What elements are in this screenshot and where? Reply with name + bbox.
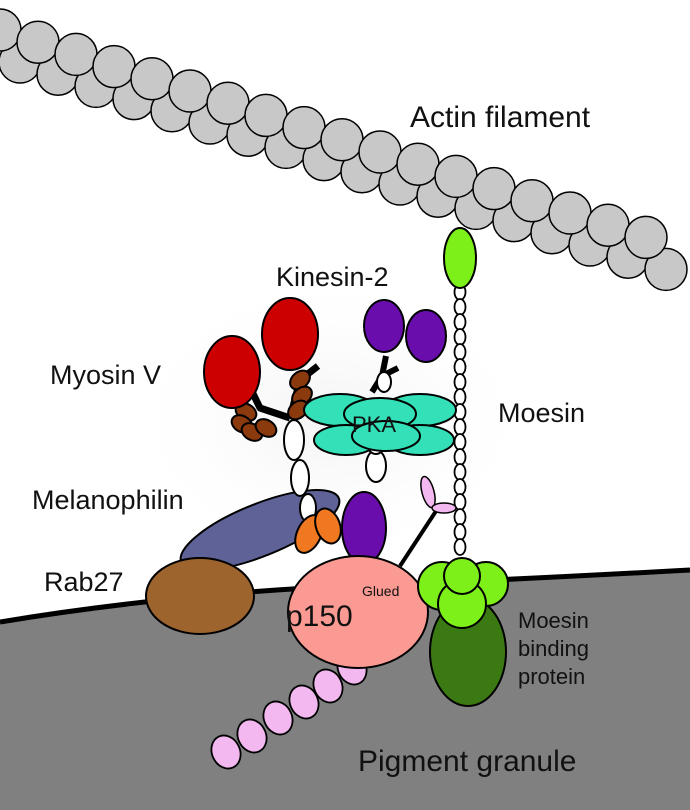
actin-bead-upper (472, 166, 516, 211)
label-melanophilin: Melanophilin (32, 485, 184, 515)
myosin-v-head-left (203, 335, 261, 409)
p150-glued (287, 555, 429, 669)
moesin-chain-link (453, 523, 467, 541)
moesin-chain-link (453, 388, 467, 406)
actin-bead-upper (168, 69, 212, 113)
label-moesin-binding-line1: Moesin (518, 608, 589, 633)
actin-bead-upper (586, 203, 630, 247)
actin-bead-upper (130, 57, 174, 101)
label-actin-filament: Actin filament (410, 101, 591, 134)
moesin-chain-link (453, 373, 467, 391)
label-pka: PKA (352, 412, 396, 437)
moesin-chain-link (453, 508, 467, 526)
label-glued: Glued (362, 583, 399, 599)
actin-bead-upper (396, 142, 440, 186)
glued-arm (398, 506, 440, 568)
pigment-granule (0, 570, 690, 810)
myosin-stalk (283, 419, 317, 523)
melanophilin-link-right (314, 507, 342, 545)
kinesin-2-head-right (405, 309, 447, 363)
moesin-chain-link (453, 538, 467, 556)
moesin-chain-link (453, 418, 467, 436)
p150-bead (236, 718, 268, 754)
actin-bead-upper (244, 93, 288, 138)
moesin-chain-link (453, 298, 467, 316)
moesin-chain-link (453, 328, 467, 346)
label-moesin-binding-line2: binding (518, 636, 589, 661)
actin-bead-upper (54, 32, 98, 77)
moesin-chain-link (453, 433, 467, 451)
myosin-light-chains (230, 369, 313, 442)
p150-bead (262, 700, 294, 736)
actin-bead-upper (510, 179, 554, 223)
actin-bead-upper (548, 191, 592, 235)
label-pigment-granule: Pigment granule (358, 745, 576, 778)
moesin-chain-link (453, 478, 467, 496)
label-rab27: Rab27 (44, 567, 124, 597)
actin-bead-upper (624, 215, 668, 260)
p150-bead (288, 684, 320, 720)
moesin-actin-binding-head (443, 227, 477, 289)
kinesin-2-tail (341, 491, 387, 565)
actin-bead-upper (358, 130, 402, 174)
kinesin-2-head-left (363, 299, 405, 353)
actin-bead-upper (282, 105, 326, 150)
label-moesin: Moesin (498, 398, 585, 428)
label-moesin-binding-line3: protein (518, 664, 585, 689)
moesin-chain-link (453, 313, 467, 331)
myosin-v-head-right (261, 297, 319, 371)
actin-bead-upper (434, 154, 478, 199)
actin-bead-upper (92, 44, 136, 89)
moesin-coiled-coil (453, 283, 467, 556)
moesin-chain-link (453, 343, 467, 361)
label-myosin-v: Myosin V (50, 360, 161, 390)
rab27 (145, 557, 255, 635)
moesin-ferm-domain (417, 557, 509, 629)
moesin-chain-link (453, 463, 467, 481)
moesin-chain-link (453, 358, 467, 376)
kinesin-2-hinge (376, 371, 392, 393)
actin-bead-upper (320, 118, 364, 162)
p150-bead (312, 668, 344, 704)
glued-petal-2 (431, 502, 457, 514)
moesin-chain-link (453, 448, 467, 466)
actin-bead-upper (206, 81, 250, 125)
label-kinesin-2: Kinesin-2 (276, 262, 389, 292)
p150-bead (210, 734, 242, 770)
label-p150: p150 (286, 600, 353, 633)
pka-complex (303, 393, 457, 456)
actin-filament (0, 8, 688, 292)
actin-bead-upper (16, 20, 60, 64)
actin-bead-lower (644, 247, 688, 292)
